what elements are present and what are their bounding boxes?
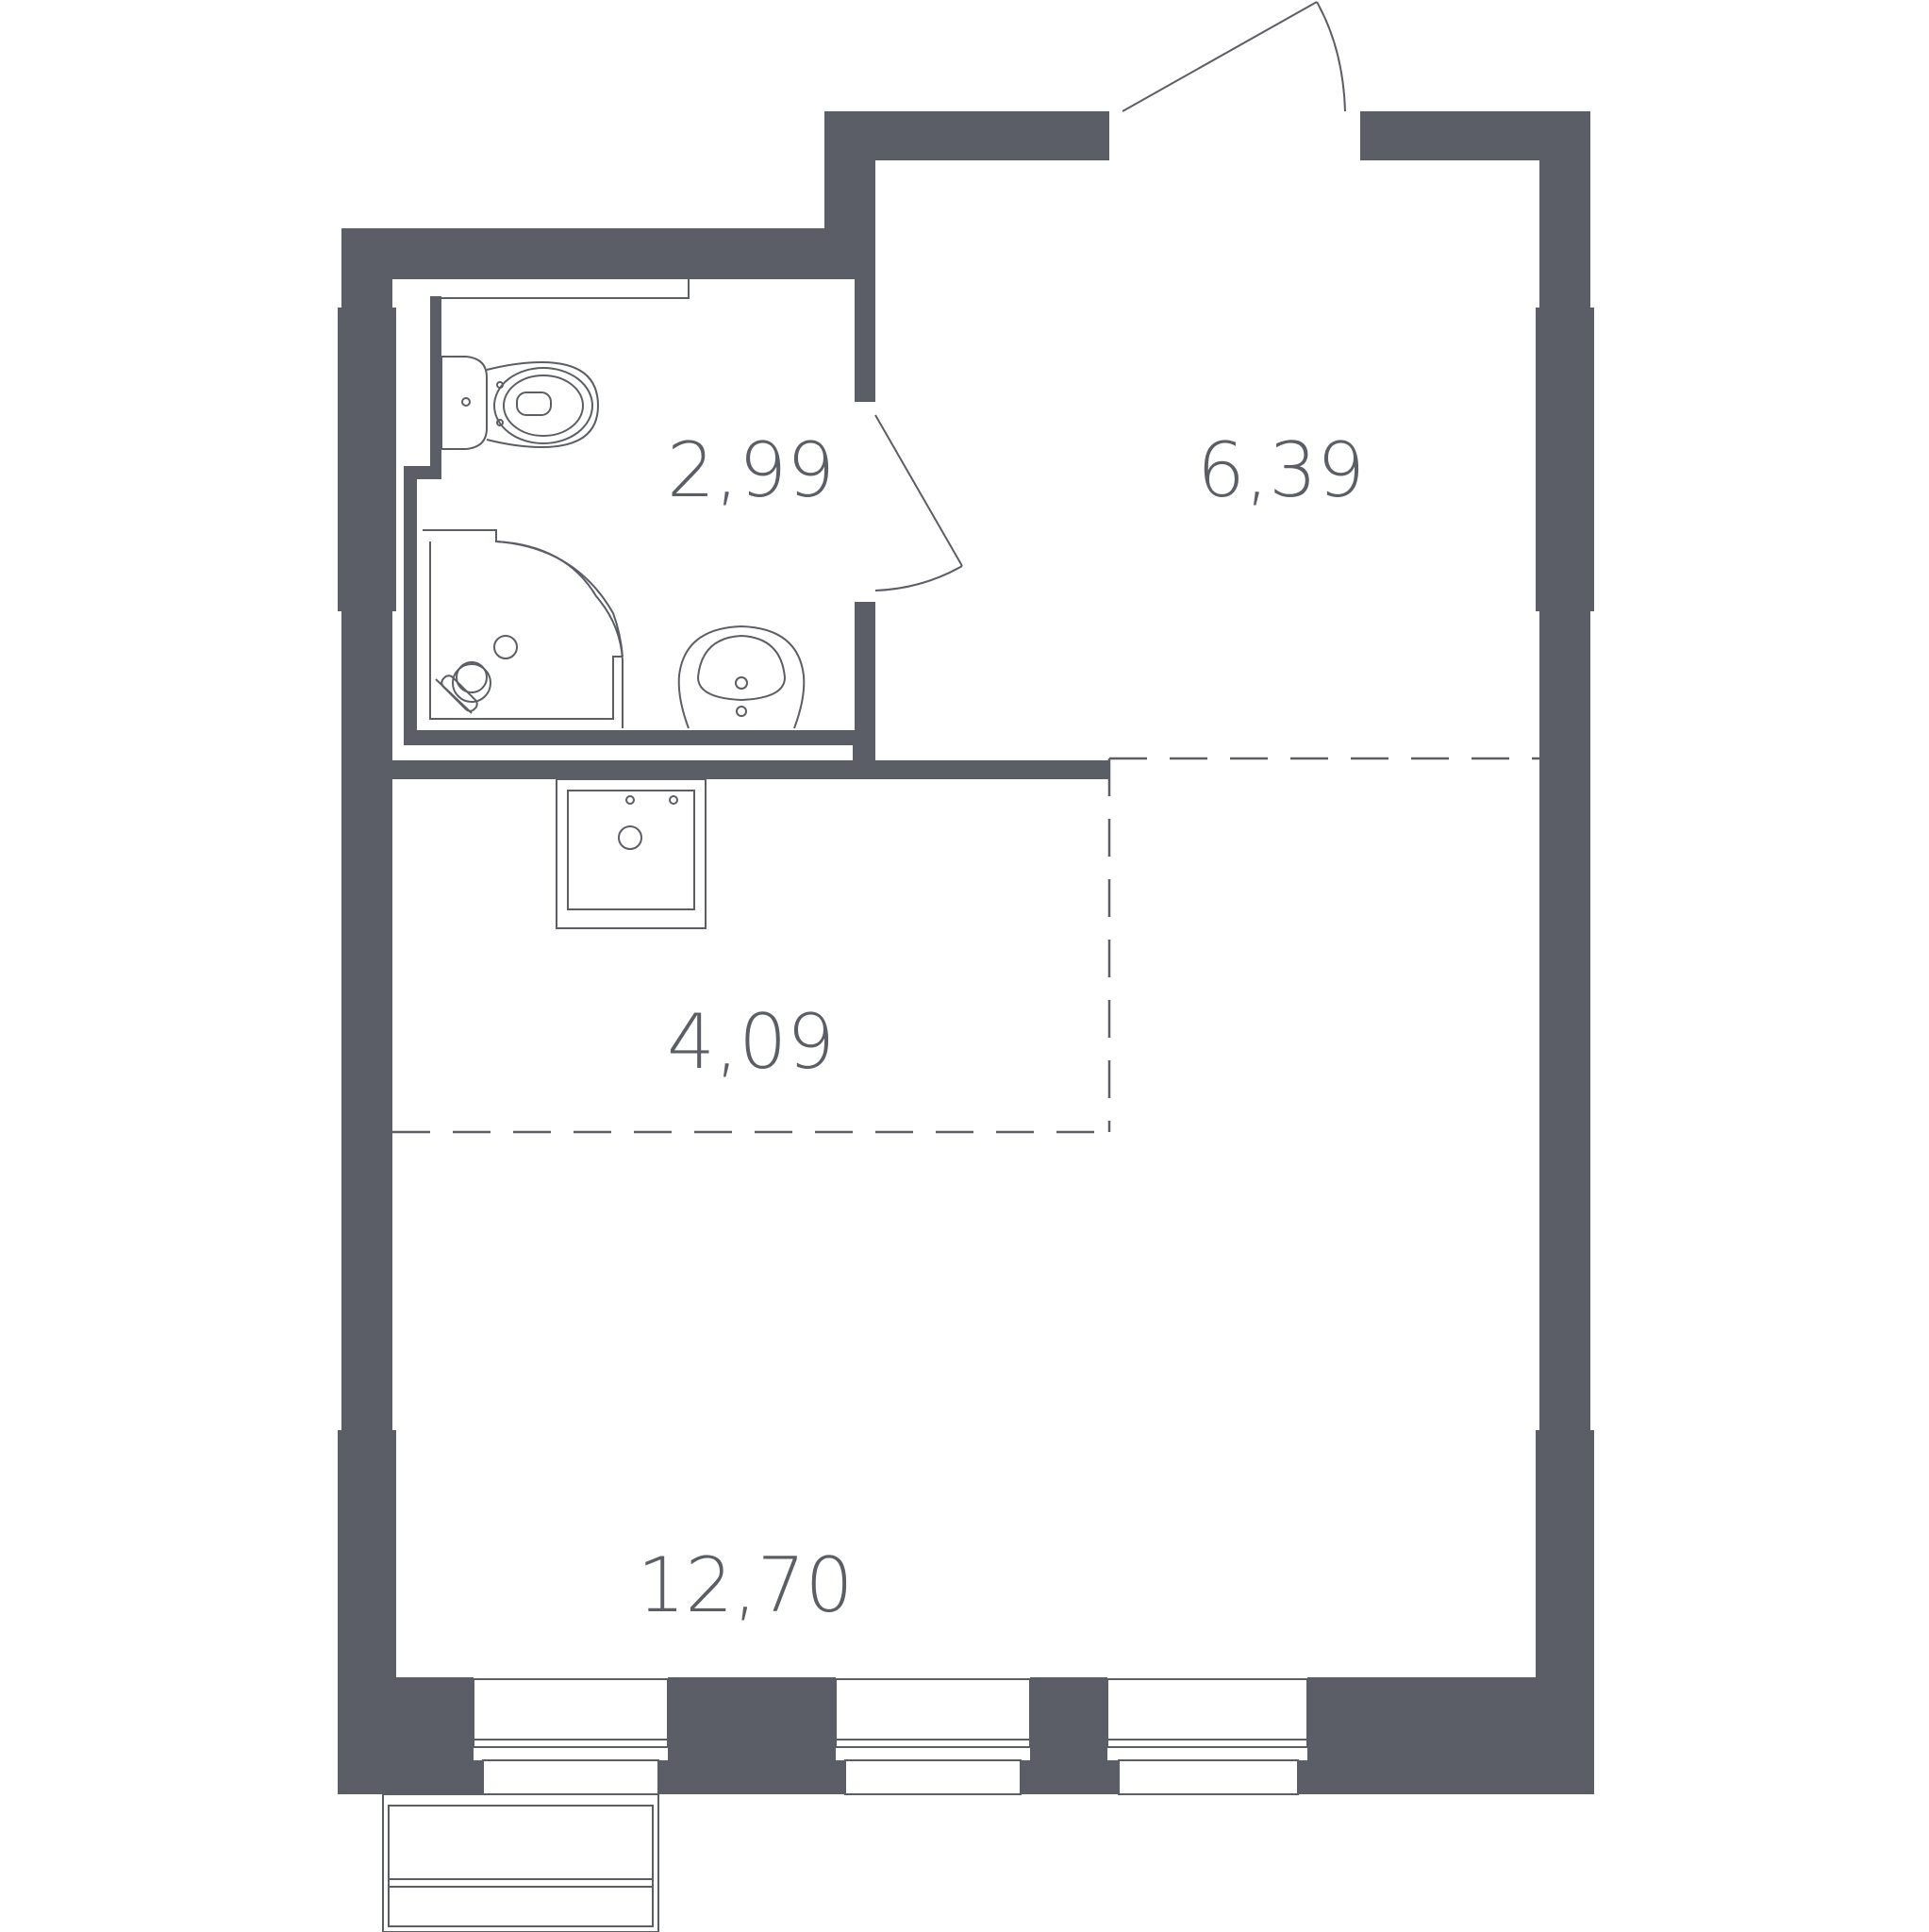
bathroom-door[interactable] [874, 414, 963, 591]
hallway-area-label: 6,39 [1197, 426, 1365, 514]
interior-walls [392, 277, 1109, 779]
living-room-area-label: 12,70 [637, 1541, 853, 1629]
window-2 [835, 1678, 1031, 1795]
balcony [382, 1793, 659, 1932]
exterior-walls [338, 111, 1594, 1794]
window-3 [1106, 1678, 1308, 1795]
niche-outline [441, 277, 690, 299]
entrance-door[interactable] [1122, 1, 1346, 112]
window-1 [473, 1678, 669, 1795]
toilet-icon [441, 356, 600, 450]
washbasin-icon [677, 625, 806, 729]
kitchen-area-label: 4,09 [667, 998, 835, 1086]
zone-boundaries [392, 757, 1539, 1134]
bathroom-area-label: 2,99 [667, 426, 835, 514]
stove-icon [556, 778, 707, 929]
shower-icon [423, 529, 624, 728]
